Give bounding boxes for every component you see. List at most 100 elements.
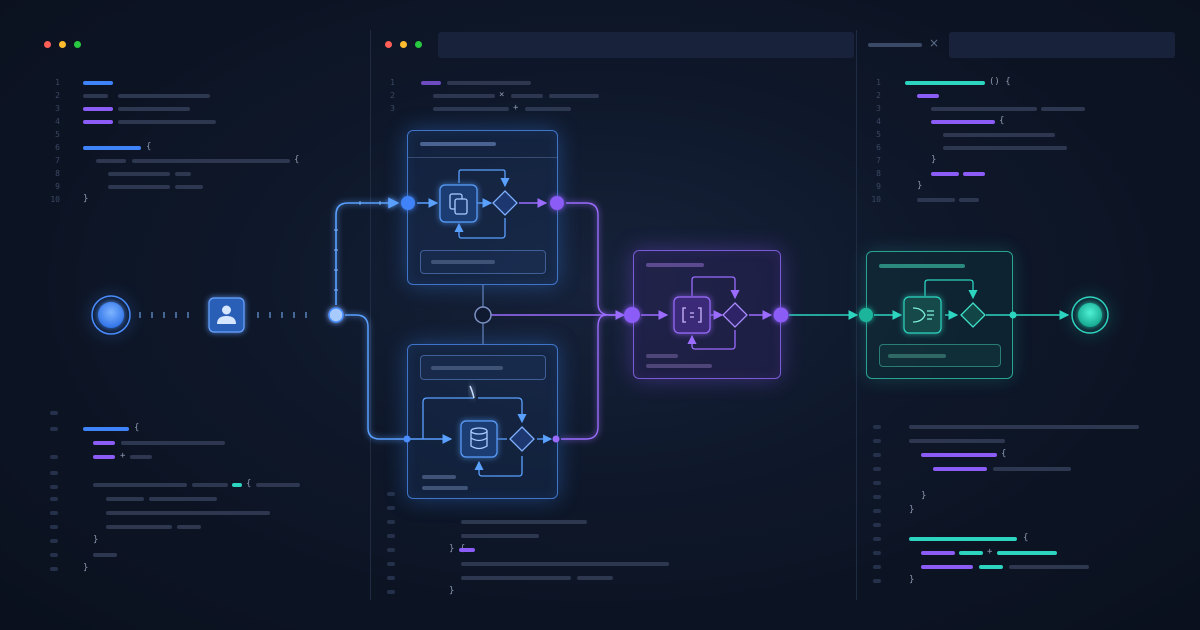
line-number: 4 [55,117,60,126]
bracket-icon[interactable] [673,296,711,334]
line-number: 6 [55,143,60,152]
card-input-field[interactable] [420,355,546,380]
tab-title[interactable] [868,43,922,47]
database-copy-icon[interactable] [439,184,478,223]
code-token [83,120,113,124]
code-token [106,525,172,529]
line-number-bar [387,548,395,552]
code-token [577,576,613,580]
code-brace: } [93,535,99,545]
code-token [256,483,300,487]
line-number-bar [873,551,881,555]
decision-c-icon[interactable] [722,302,748,328]
code-token [118,94,210,98]
line-number-bar [50,511,58,515]
code-brace: } [83,563,89,573]
card-input-field[interactable] [420,250,546,274]
center-gateway[interactable] [474,306,492,324]
line-number-bar [387,534,395,538]
node-d-entry[interactable] [859,308,873,322]
start-event[interactable] [91,295,131,335]
input-placeholder-bar [888,354,946,358]
window-minimize-icon[interactable] [400,41,407,48]
line-number-bar [50,411,58,415]
line-number-bar [50,525,58,529]
code-brace: { [146,142,152,152]
code-token [421,81,441,85]
user-task-icon[interactable] [208,297,245,333]
line-number-bar [873,453,881,457]
line-number: 2 [876,91,881,100]
code-token [433,107,509,111]
tab-close-icon[interactable]: × [929,36,940,50]
code-token [905,81,985,85]
node-d-exit[interactable] [1009,311,1017,319]
decision-a-icon[interactable] [492,190,518,216]
code-token [93,483,187,487]
code-token [909,425,1139,429]
decision-b-icon[interactable] [509,426,535,452]
line-number-bar [387,506,395,510]
database-icon[interactable] [460,420,498,458]
node-c-exit[interactable] [773,307,789,323]
window-close-icon[interactable] [44,41,51,48]
code-token [132,159,290,163]
line-number: 6 [876,143,881,152]
code-operator: × [499,90,505,100]
node-a-entry[interactable] [401,196,415,210]
code-brace: { [999,116,1005,126]
decision-d-icon[interactable] [960,302,986,328]
window-maximize-icon[interactable] [415,41,422,48]
line-number-bar [50,539,58,543]
tab-bar[interactable] [438,32,854,58]
code-token [106,511,270,515]
connector-split-down [345,314,405,440]
titlebar-left [30,30,370,58]
node-b-entry[interactable] [403,435,411,443]
code-token [192,483,228,487]
card-divider [408,157,557,158]
code-token [461,562,669,566]
code-token [997,551,1057,555]
merge-icon[interactable] [903,296,942,334]
split-gateway[interactable] [328,307,344,323]
card-input-field[interactable] [879,344,1001,367]
line-number: 1 [876,78,881,87]
merge-node-purple[interactable] [624,307,640,323]
code-brace: } [909,575,915,585]
node-a-exit[interactable] [550,196,564,210]
window-maximize-icon[interactable] [74,41,81,48]
code-token [461,576,571,580]
code-token [83,94,108,98]
code-token [175,185,203,189]
code-token [909,537,1017,541]
code-token [461,520,587,524]
window-minimize-icon[interactable] [59,41,66,48]
line-number-bar [50,567,58,571]
code-token [921,551,955,555]
line-number: 4 [876,117,881,126]
code-token [83,146,141,150]
input-placeholder-bar [431,260,495,264]
line-number-bar [50,497,58,501]
code-token [96,159,126,163]
code-token [963,172,985,176]
code-token [177,525,201,529]
line-number: 1 [390,78,395,87]
code-token [93,455,115,459]
code-token [931,172,959,176]
code-brace: { [294,155,300,165]
code-token [1041,107,1085,111]
end-event[interactable] [1071,296,1109,334]
code-brace: + [987,547,993,557]
code-token [175,172,191,176]
window-close-icon[interactable] [385,41,392,48]
line-number-bar [50,471,58,475]
line-number-bar [387,562,395,566]
tab-bar[interactable] [949,32,1175,58]
connector-ticks [334,201,381,291]
code-token [130,455,152,459]
node-b-exit[interactable] [552,435,560,443]
code-token [106,497,144,501]
code-brace: { [134,423,140,433]
